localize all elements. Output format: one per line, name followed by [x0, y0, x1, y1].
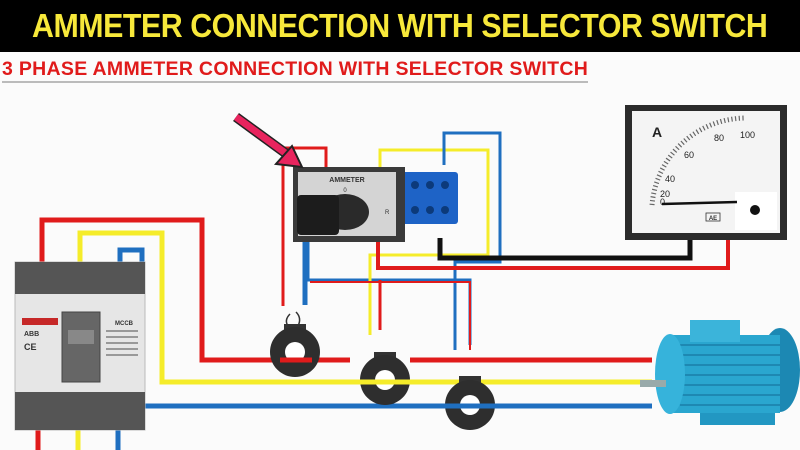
scale-20: 20 [660, 189, 670, 199]
ct3-red-wire [310, 281, 471, 350]
ce-mark: CE [24, 342, 37, 352]
ammeter-needle [661, 200, 738, 206]
scale-80: 80 [714, 133, 724, 143]
page-title: AMMETER CONNECTION WITH SELECTOR SWITCH [32, 7, 768, 44]
mccb-brand: ABB [24, 331, 39, 338]
scale-40: 40 [665, 174, 675, 184]
scale-60: 60 [684, 150, 694, 160]
current-transformer [360, 352, 410, 405]
subtitle: 3 PHASE AMMETER CONNECTION WITH SELECTOR… [2, 58, 589, 83]
switch-label: AMMETER [329, 177, 364, 184]
switch-yellow-wire [368, 148, 490, 335]
ammeter-unit: A [652, 124, 662, 140]
switch-position-r: R [385, 210, 390, 216]
mccb-label: MCCB [115, 321, 134, 327]
switch-knob[interactable] [297, 195, 339, 235]
blue-phase-wire [117, 247, 652, 409]
mccb-breaker: ABB CE MCCB [14, 261, 146, 431]
title-banner: AMMETER CONNECTION WITH SELECTOR SWITCH [0, 0, 800, 52]
pointer-arrow-icon [233, 112, 304, 169]
meter-black-wire [437, 238, 693, 261]
ammeter-brand: AE [709, 216, 717, 222]
scale-100: 100 [740, 130, 755, 140]
current-transformer [270, 311, 320, 377]
switch-blue-top-wire [442, 131, 502, 350]
motor [640, 320, 800, 425]
ammeter: A 0 20 40 60 80 100 AE [625, 105, 787, 240]
switch-red-wire [281, 146, 328, 306]
yellow-phase-wire [77, 230, 652, 385]
scale-0: 0 [660, 197, 665, 207]
meter-red-wire [376, 238, 730, 270]
red-phase-wire [39, 217, 350, 363]
selector-switch: AMMETER 0 R [293, 167, 458, 242]
switch-position-0: 0 [343, 188, 347, 194]
